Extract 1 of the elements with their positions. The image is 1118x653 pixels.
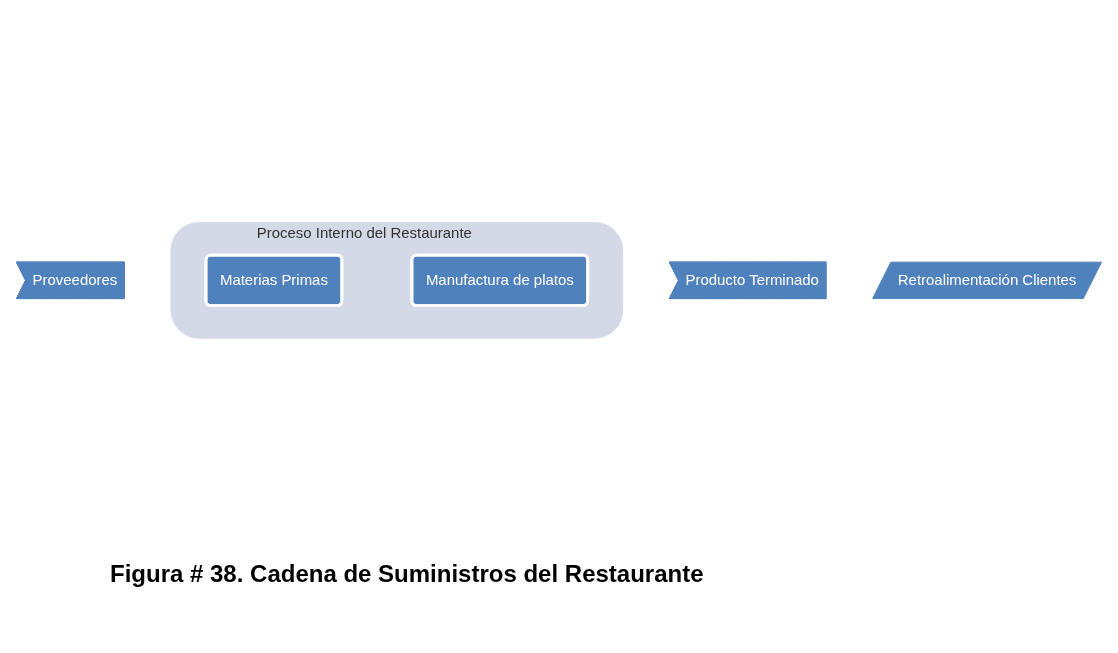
figure-caption: Figura # 38. Cadena de Suministros del Restaurante <box>110 560 705 588</box>
